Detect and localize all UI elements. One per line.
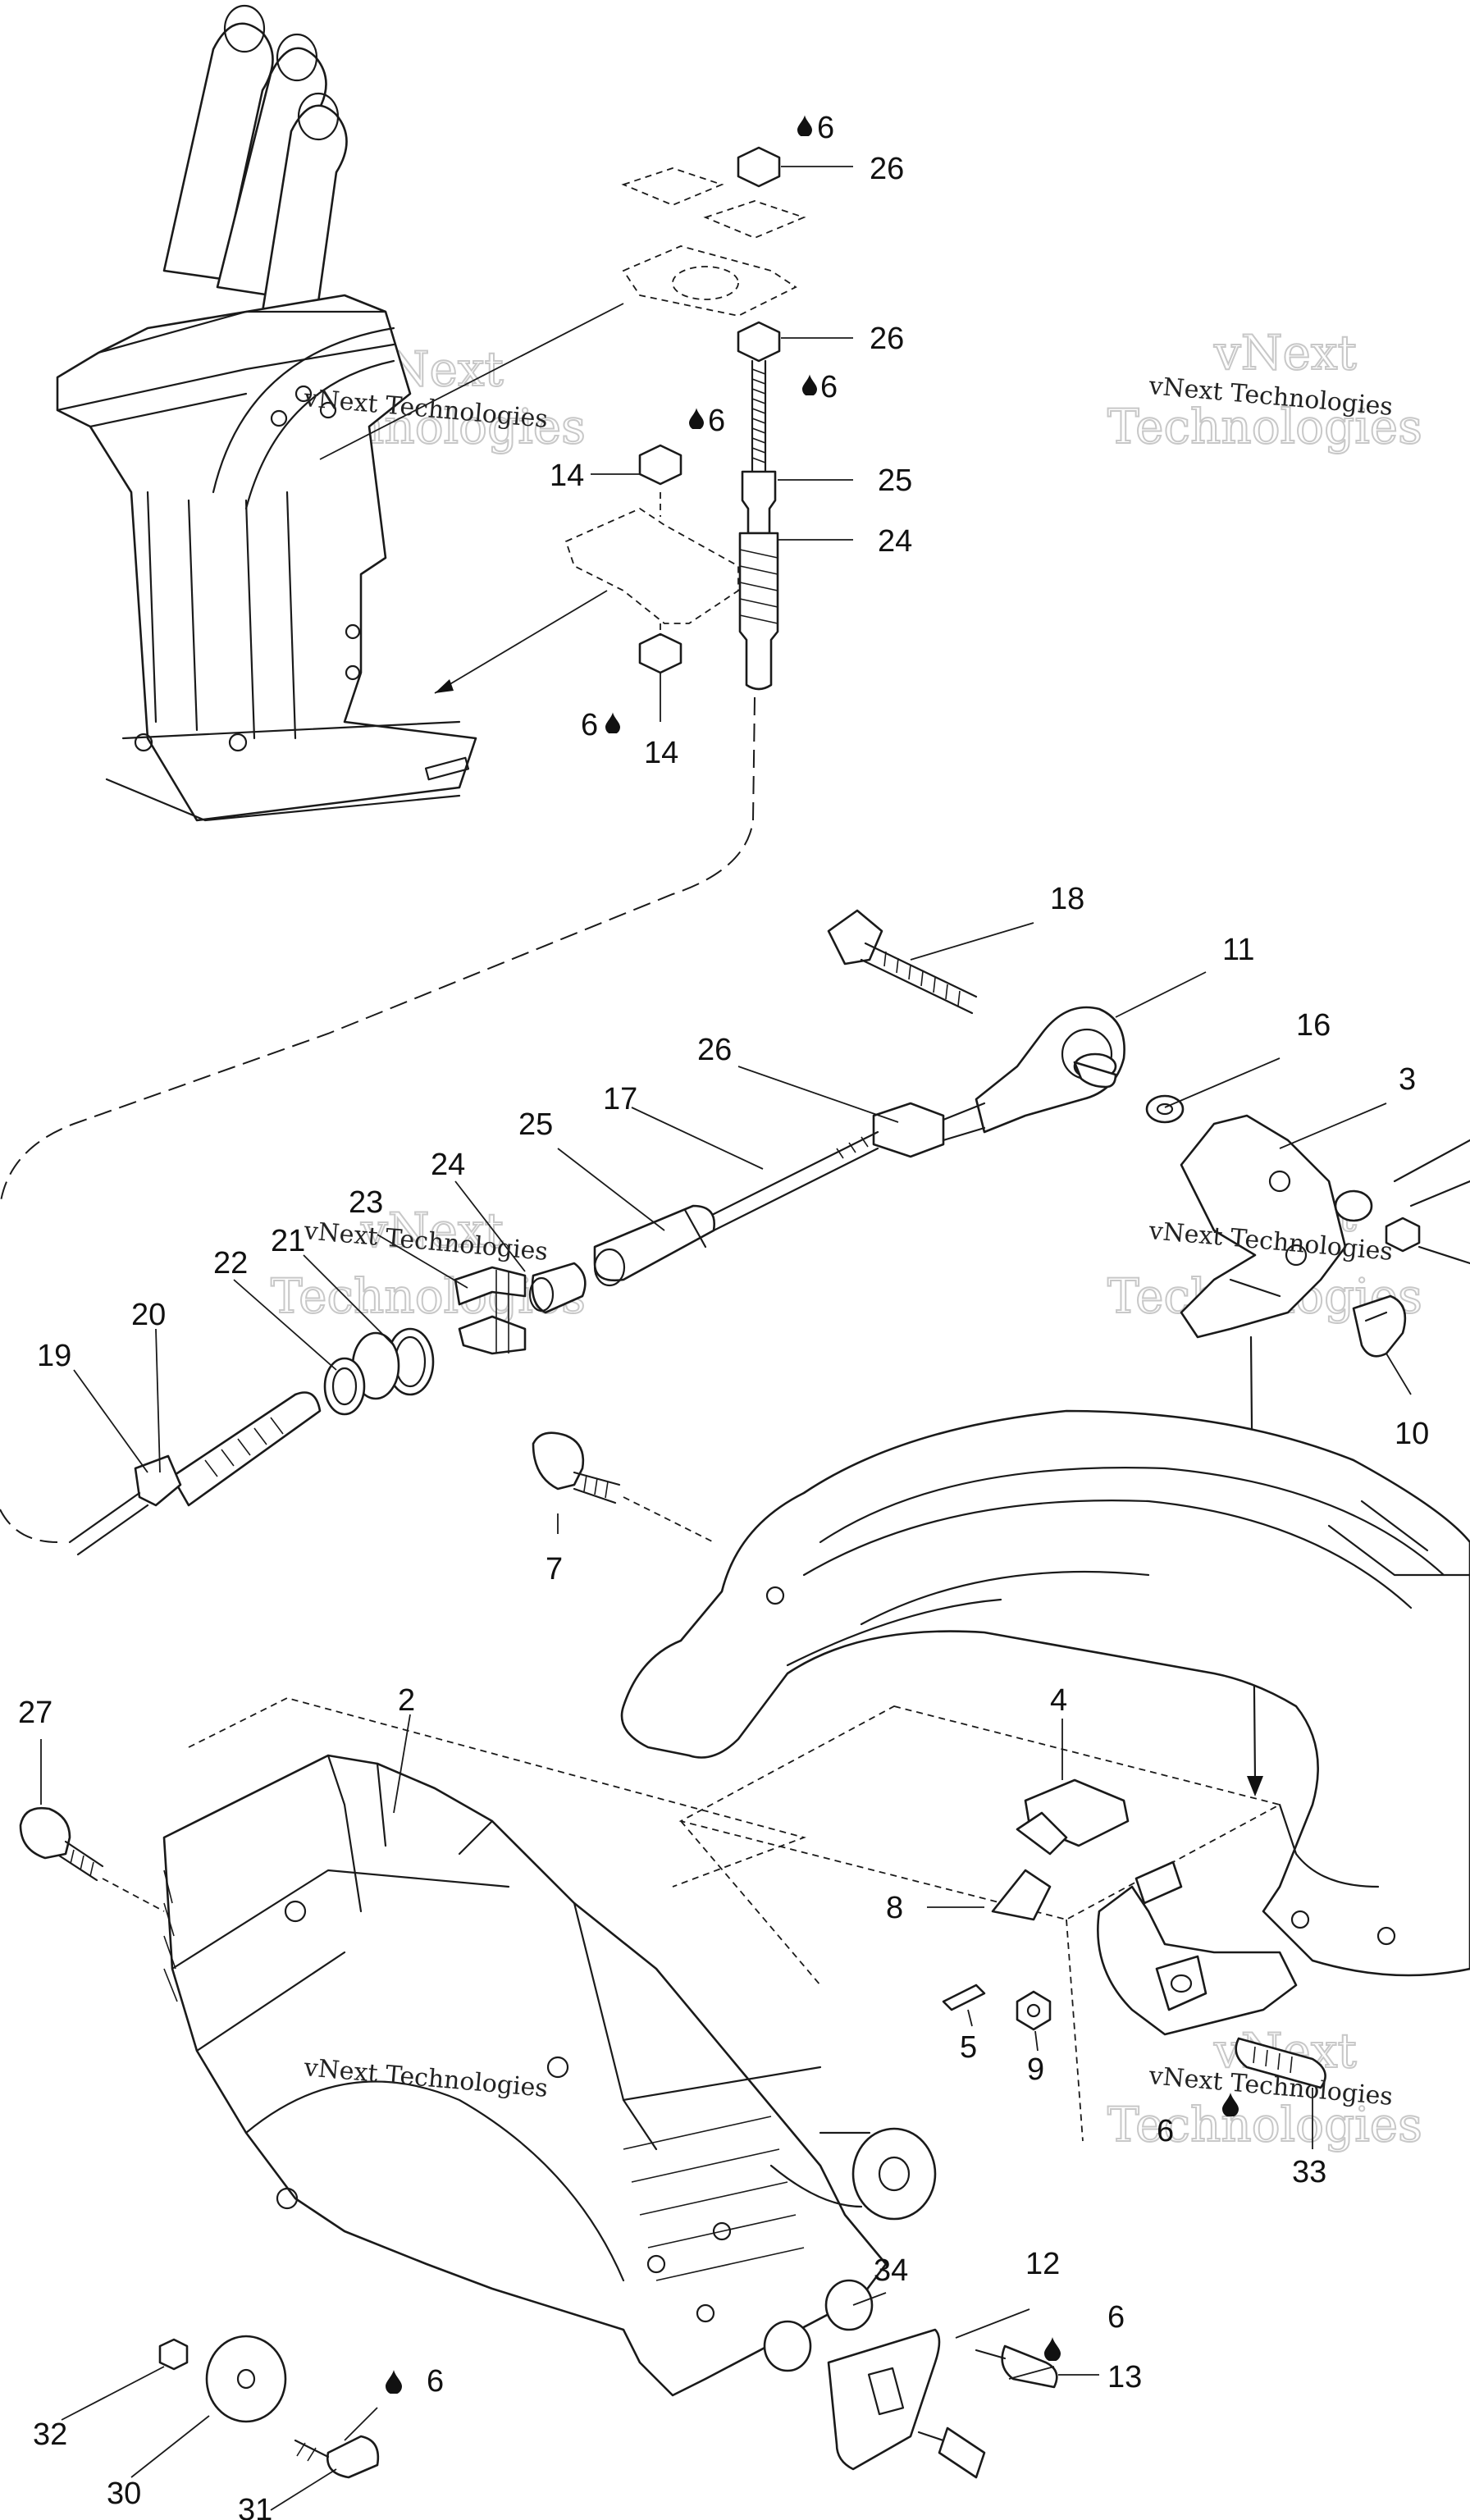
callout-2: 2 (398, 1683, 415, 1718)
callout-16: 16 (1296, 1008, 1331, 1043)
lower-hardware (158, 2279, 1058, 2479)
callout-25: 25 (518, 1107, 553, 1142)
cable-linkage (68, 909, 1125, 1556)
callout-18: 18 (1050, 882, 1084, 916)
callout-6: 6 (817, 111, 834, 145)
callout-31: 31 (238, 2493, 272, 2520)
callout-14: 14 (644, 736, 678, 770)
callout-26: 26 (697, 1033, 732, 1067)
watermark-big-b: Technologies (1107, 399, 1422, 454)
callout-33: 33 (1292, 2155, 1326, 2189)
control-box-assembly (56, 4, 624, 822)
leader-lines (40, 166, 1412, 2511)
callout-9: 9 (1027, 2052, 1044, 2087)
callout-19: 19 (37, 1339, 71, 1373)
callout-8: 8 (886, 1891, 903, 1925)
upper-cable-stack (0, 146, 806, 1543)
callout-26: 26 (870, 152, 904, 186)
callout-24: 24 (878, 524, 912, 559)
callout-27: 27 (18, 1696, 52, 1730)
watermark-big-a: vNext (1213, 325, 1357, 381)
fairing-assembly (532, 1409, 1470, 2142)
callout-6: 6 (708, 404, 725, 438)
callout-21: 21 (271, 1224, 305, 1258)
callout-labels: 26 26 25 24 14 14 6 6 6 6 18 11 16 3 10 … (18, 111, 1429, 2520)
clip-parts (942, 1778, 1326, 2089)
callout-6: 6 (1107, 2300, 1125, 2335)
callout-13: 13 (1107, 2360, 1142, 2394)
callout-22: 22 (213, 1246, 248, 1281)
callout-26: 26 (870, 322, 904, 356)
callout-6: 6 (820, 370, 838, 404)
callout-6: 6 (581, 708, 598, 742)
gearcase-assembly (19, 1697, 937, 2397)
oil-drop-icon (605, 712, 620, 733)
callout-12: 12 (1025, 2247, 1060, 2281)
callout-3: 3 (1399, 1062, 1416, 1097)
oil-drop-icon (802, 374, 817, 395)
callout-6: 6 (1157, 2114, 1174, 2148)
callout-30: 30 (107, 2477, 141, 2511)
oil-drop-icon (689, 408, 704, 429)
oil-drop-icon (797, 115, 812, 136)
callout-23: 23 (349, 1185, 383, 1220)
callout-34: 34 (874, 2253, 908, 2288)
callout-5: 5 (960, 2030, 977, 2065)
oil-drop-icon (1044, 2337, 1061, 2361)
callout-24: 24 (431, 1148, 465, 1182)
callout-14: 14 (550, 459, 584, 493)
callout-7: 7 (546, 1552, 563, 1586)
bracket-assembly (1145, 1094, 1470, 1796)
callout-10: 10 (1395, 1417, 1429, 1451)
watermark-big-b: Technologies (1107, 2097, 1422, 2152)
callout-6: 6 (427, 2364, 444, 2399)
callout-17: 17 (603, 1082, 637, 1116)
oil-drop-icon (386, 2370, 402, 2394)
callout-11: 11 (1222, 933, 1254, 967)
callout-4: 4 (1050, 1683, 1067, 1718)
watermark-big-a: vNext (360, 1203, 504, 1258)
callout-20: 20 (131, 1298, 166, 1332)
callout-32: 32 (33, 2417, 67, 2452)
callout-25: 25 (878, 463, 912, 498)
